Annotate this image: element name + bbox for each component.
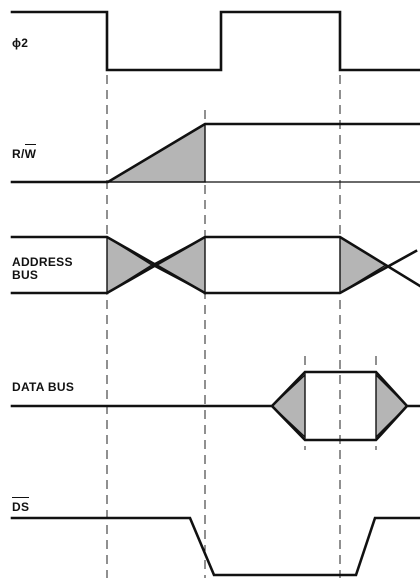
phi2-label-text: ϕ2	[12, 36, 29, 50]
ds-trace	[10, 516, 420, 577]
address-shading-3	[339, 235, 388, 295]
address-shading-2	[150, 235, 206, 295]
address-trace-upper	[10, 235, 420, 295]
rw-label-r: R/	[12, 147, 25, 161]
ds-label: DS	[12, 501, 29, 514]
phi2-waveform	[10, 10, 420, 72]
phi2-label: ϕ2	[12, 37, 28, 50]
address-trace-lower	[10, 249, 418, 295]
dashed-timing-markers	[106, 75, 377, 578]
address-shading-1	[106, 235, 154, 295]
data-bus-label: DATA BUS	[12, 381, 74, 394]
ds-label-overline: DS	[12, 500, 30, 514]
address-bus-label-line2: BUS	[12, 268, 39, 282]
data-bus-trace	[10, 370, 420, 442]
data-shading-right	[375, 373, 408, 439]
address-bus-waveform	[10, 235, 420, 295]
rw-label: R/W	[12, 148, 36, 161]
rw-label-w-overline: W	[24, 147, 37, 161]
rw-trace	[10, 122, 420, 184]
data-shading-left	[270, 373, 306, 439]
ds-waveform	[10, 516, 420, 577]
address-bus-label-line1: ADDRESS	[12, 255, 73, 269]
rw-waveform	[10, 122, 420, 184]
phi2-trace	[10, 10, 420, 72]
data-bus-waveform	[10, 370, 420, 442]
address-bus-label: ADDRESS BUS	[12, 256, 73, 282]
data-bus-label-text: DATA BUS	[12, 380, 75, 394]
